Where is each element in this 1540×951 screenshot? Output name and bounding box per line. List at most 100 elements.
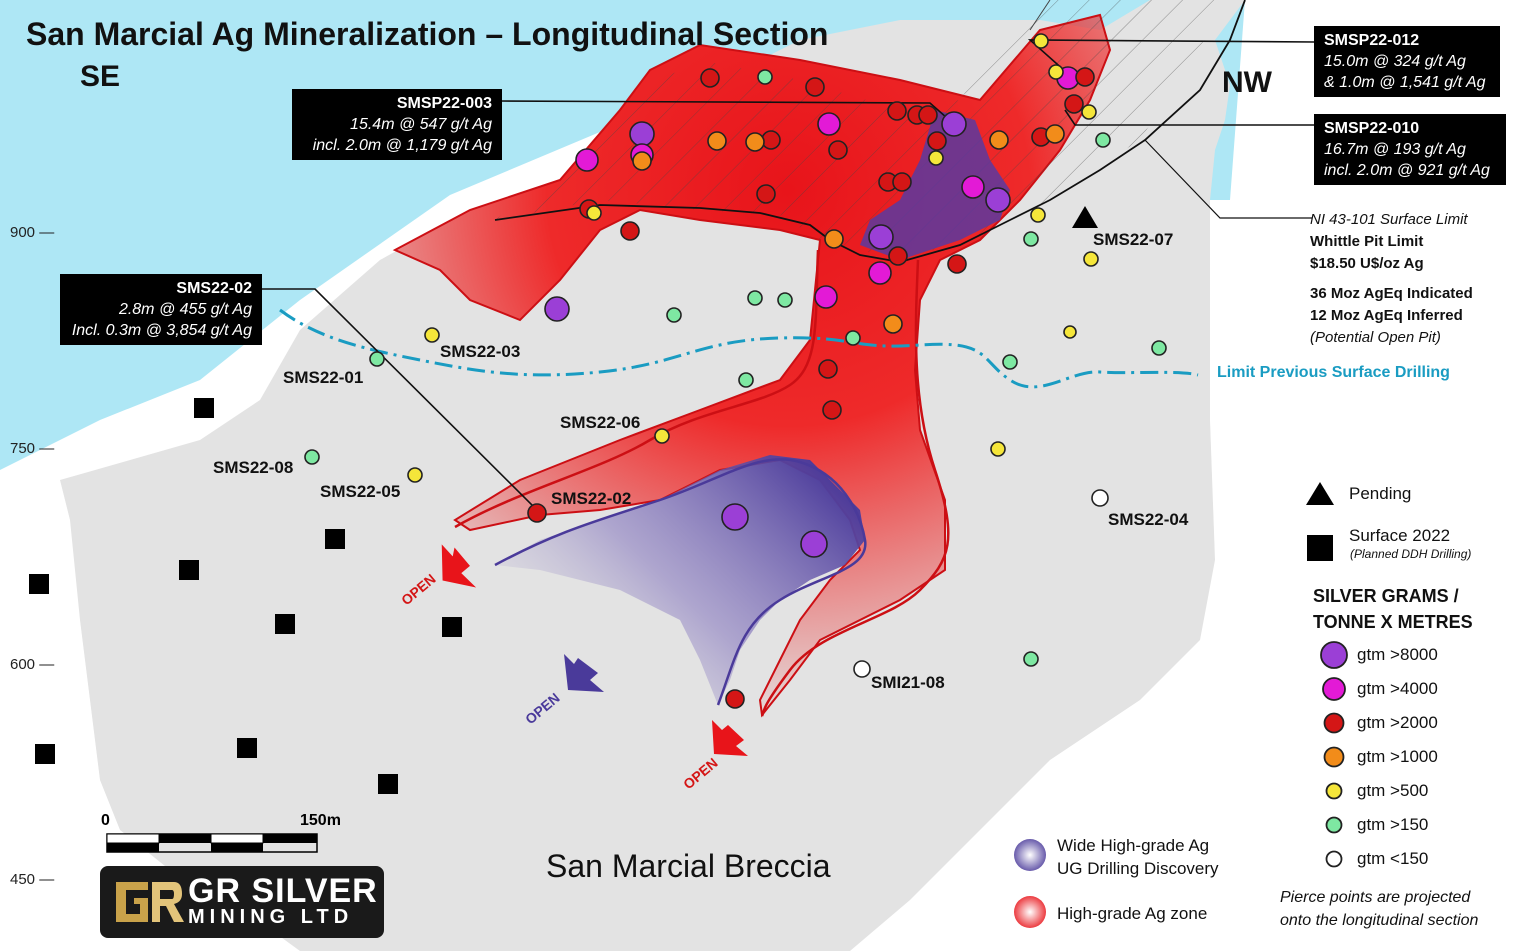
pierce-point [756,184,776,204]
pierce-point [824,229,844,249]
pierce-point [304,449,320,465]
pit-info: NI 43-101 Surface Limit Whittle Pit Limi… [1310,209,1473,349]
pierce-point [828,140,848,160]
logo-text-sub: MINING LTD [188,906,354,928]
hole-label: SMS22-05 [320,482,401,501]
callout-line: 15.0m @ 324 g/t Ag [1324,53,1466,70]
pierce-point [805,77,825,97]
open-arrow-purple [564,654,604,692]
pierce-point [424,327,440,343]
red-outline-right [760,259,950,717]
callout-sms22-02: SMS22-02 2.8m @ 455 g/t Ag Incl. 0.3m @ … [60,274,262,345]
page-title: San Marcial Ag Mineralization – Longitud… [26,16,829,52]
open-arrow-bottom [712,720,748,756]
potential-label: (Potential Open Pit) [1310,329,1441,346]
pierce-point [817,112,841,136]
legend-surface-sub: (Planned DDH Drilling) [1350,547,1472,561]
pierce-point [757,69,773,85]
callout-smsp22-003: SMSP22-003 15.4m @ 547 g/t Ag incl. 2.0m… [292,89,502,160]
pierce-point [1030,207,1046,223]
scale-end: 150m [300,812,341,829]
scale-bar [106,833,318,853]
surface-marker [35,744,55,764]
legend-high-grade-icon [1014,896,1046,928]
scale-start: 0 [101,812,110,829]
legend-surface-label: Surface 2022 [1349,526,1451,545]
callout-hole: SMSP22-010 [1324,120,1420,137]
callout-hole: SMS22-02 [176,280,252,297]
purple-upper-zone [860,110,1010,260]
pierce-point [721,503,749,531]
legend-gtm-label: gtm >500 [1357,781,1429,800]
hole-label: SMS22-03 [440,342,521,361]
pierce-point [853,660,871,678]
pierce-point [927,131,947,151]
pierce-point [990,441,1006,457]
pierce-point [892,172,912,192]
pierce-point [1002,354,1018,370]
hole-label: SMS22-08 [213,458,294,477]
legend-gtm-icons [1320,641,1348,868]
surface-marker [194,398,214,418]
pierce-point [632,151,652,171]
legend-surface-icon [1307,535,1333,561]
legend-gtm-label: gtm >150 [1357,815,1429,834]
axis-tick: 450 — [10,871,55,888]
indicated-label: 36 Moz AgEq Indicated [1310,285,1473,302]
legend-gtm-label: gtm >1000 [1357,747,1438,766]
surface-marker [378,774,398,794]
callout-smsp22-010: SMSP22-010 16.7m @ 193 g/t Ag incl. 2.0m… [1314,114,1506,185]
pierce-point [818,359,838,379]
pierce-point [887,101,907,121]
surface-marker [442,617,462,637]
hole-label: SMI21-08 [871,673,945,692]
axis-tick: 750 — [10,440,55,457]
callout-hole: SMSP22-012 [1324,32,1420,49]
surface-marker [29,574,49,594]
hole-label: SMS22-06 [560,413,641,432]
pierce-point [822,400,842,420]
hole-label: SMS22-07 [1093,230,1174,249]
pierce-point [1091,489,1109,507]
legend-title-line: SILVER GRAMS / [1313,586,1459,606]
legend-gtm-label: gtm >2000 [1357,713,1438,732]
axis-tick: 900 — [10,224,55,241]
pierce-point [1045,124,1065,144]
leader-smsp22-010 [1064,109,1315,126]
callout-line: 15.4m @ 547 g/t Ag [350,116,492,133]
surface-marker [179,560,199,580]
callout-hole: SMSP22-003 [396,95,492,112]
callout-line: Incl. 0.3m @ 3,854 g/t Ag [71,322,252,339]
pierce-point [888,246,908,266]
legend-gtm-label: gtm <150 [1357,849,1429,868]
pierce-point [941,111,967,137]
surface-line [1029,0,1051,31]
pierce-point [868,224,894,250]
note-line: onto the longitudinal section [1280,912,1479,929]
pierce-point [725,689,745,709]
pierce-point [761,130,781,150]
breccia-label: San Marcial Breccia [546,848,831,884]
pierce-point [868,261,892,285]
pierce-point [1023,231,1039,247]
pierce-point [1151,340,1167,356]
surface-marker [325,529,345,549]
pierce-point [1083,251,1099,267]
pierce-point [544,296,570,322]
callout-line: 16.7m @ 193 g/t Ag [1324,141,1466,158]
pierce-point [777,292,793,308]
pierce-point [666,307,682,323]
pierce-point [700,68,720,88]
pierce-point [961,175,985,199]
pierce-point [1075,67,1095,87]
legend-pending-label: Pending [1349,484,1412,503]
pierce-point [1023,651,1039,667]
legend-discovery-label: Wide High-grade Ag UG Drilling Discovery [1057,834,1219,880]
pierce-point [620,221,640,241]
direction-se: SE [80,60,121,93]
pierce-point [947,254,967,274]
hole-label: SMS22-02 [551,489,632,508]
surface-marker [275,614,295,634]
